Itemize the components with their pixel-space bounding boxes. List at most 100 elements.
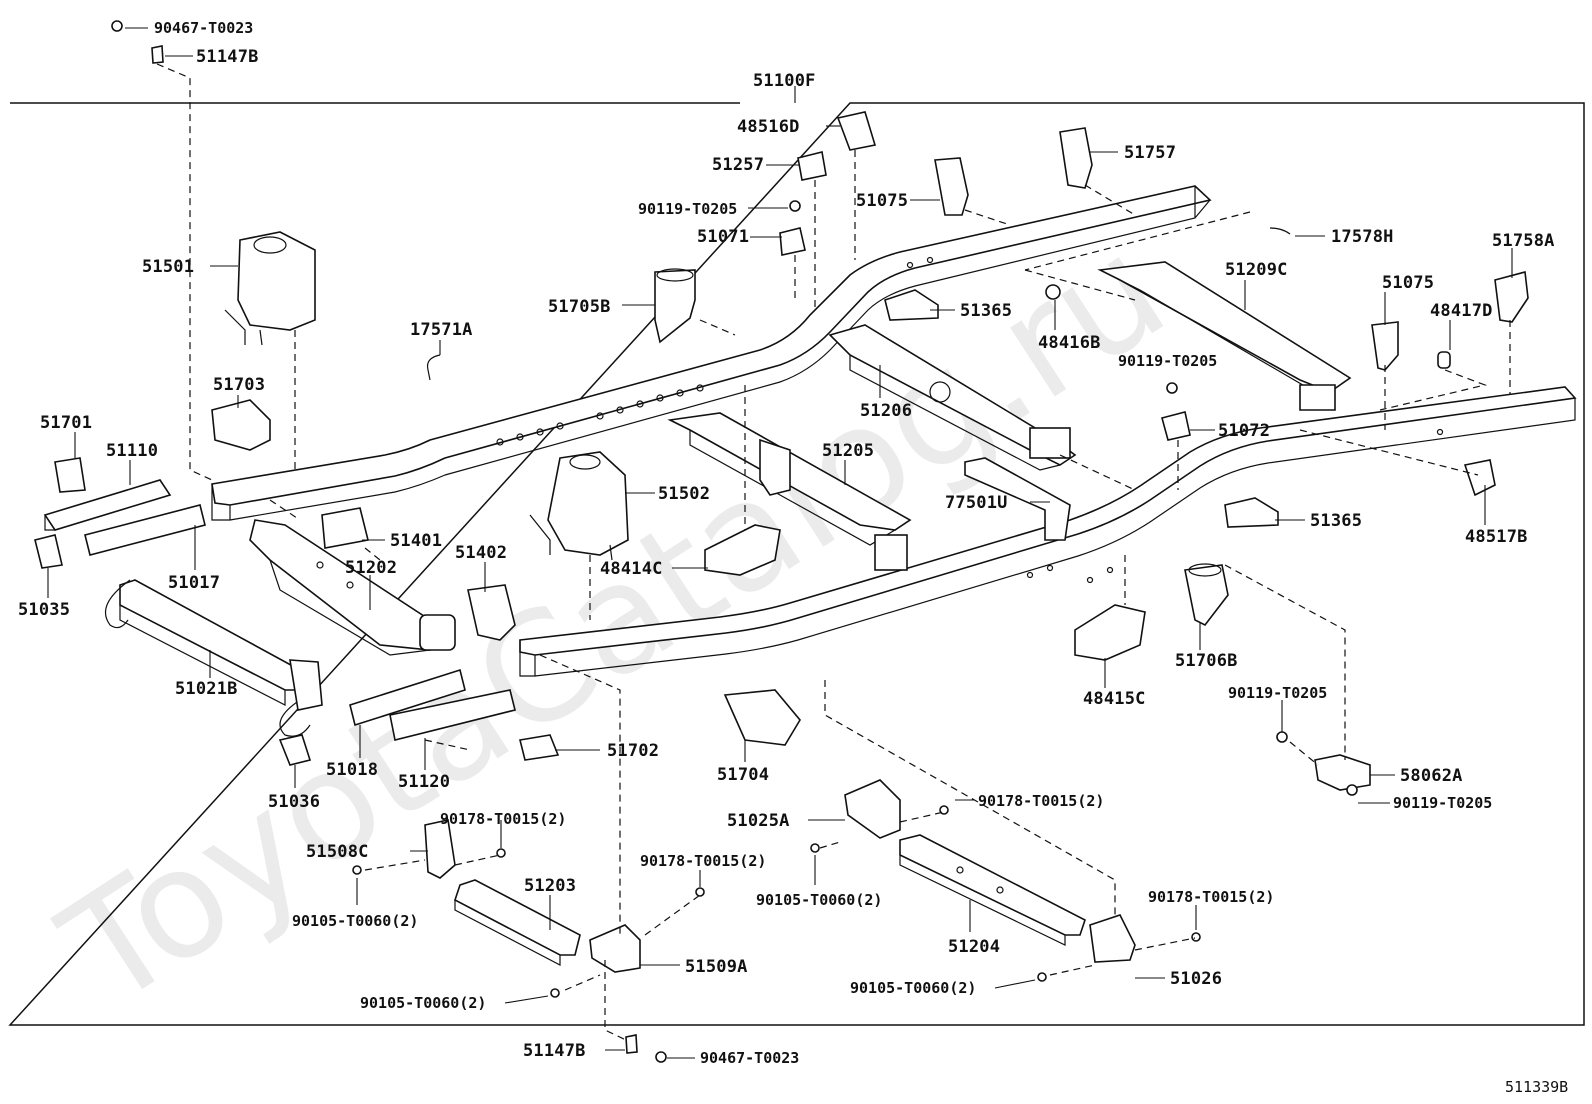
label-51209c: 51209C [1225, 260, 1288, 280]
bracket-48415c [1074, 604, 1146, 661]
label-51203: 51203 [524, 876, 576, 896]
label-51402: 51402 [455, 543, 507, 563]
label-51072: 51072 [1218, 421, 1270, 441]
label-90105-a: 90105-T0060(2) [292, 912, 418, 930]
label-48414c: 48414C [600, 559, 663, 579]
bracket-48516d [836, 111, 877, 151]
label-51705b: 51705B [548, 297, 611, 317]
label-90105-b: 90105-T0060(2) [756, 891, 882, 909]
label-51509a: 51509A [685, 957, 748, 977]
bracket-48517b [1463, 459, 1496, 497]
bracket-51508c [424, 819, 456, 879]
label-51017: 51017 [168, 573, 220, 593]
bracket-51036 [278, 734, 312, 766]
label-51147b-bottom: 51147B [523, 1041, 586, 1061]
label-48516d: 48516D [737, 117, 800, 137]
label-58062a: 58062A [1400, 766, 1463, 786]
bracket-51704 [723, 689, 801, 746]
nut-48416b [1045, 284, 1061, 300]
crossmember-51204 [899, 834, 1086, 946]
bracket-51110 [43, 479, 172, 531]
bracket-77501u [964, 457, 1071, 541]
crossmember-51209c [1097, 261, 1352, 411]
label-90119-a: 90119-T0205 [638, 200, 737, 218]
bracket-48414c [704, 524, 781, 576]
label-51120: 51120 [398, 772, 450, 792]
crossmember-51021b [105, 579, 323, 737]
label-51706b: 51706B [1175, 651, 1238, 671]
crossmember-51206 [828, 324, 1077, 471]
bracket-51072 [1161, 411, 1191, 441]
label-90119-b: 90119-T0205 [1118, 352, 1217, 370]
plate-51365-mid [1224, 497, 1279, 528]
label-51026: 51026 [1170, 969, 1222, 989]
bracket-51706b [1184, 563, 1229, 627]
label-51021b: 51021B [175, 679, 238, 699]
bracket-51071 [779, 227, 806, 256]
part-labels: 90467-T0023 51147B 51100F 48516D 51757 5… [18, 19, 1568, 1096]
bracket-51702 [519, 734, 560, 761]
label-51401: 51401 [390, 531, 442, 551]
bracket-51026 [1089, 914, 1136, 963]
main-frame-rail-right [519, 386, 1577, 677]
label-51036: 51036 [268, 792, 320, 812]
bracket-51025a [844, 779, 901, 839]
label-90178-b: 90178-T0015(2) [440, 810, 566, 828]
bracket-51402 [467, 584, 516, 641]
label-51100f: 51100F [753, 71, 816, 91]
label-51758a: 51758A [1492, 231, 1555, 251]
bracket-51257 [797, 151, 827, 181]
label-90178-c: 90178-T0015(2) [640, 852, 766, 870]
label-51257: 51257 [712, 155, 764, 175]
label-48415c: 48415C [1083, 689, 1146, 709]
crossmember-51205 [667, 412, 912, 571]
label-48517b: 48517B [1465, 527, 1528, 547]
label-48417d: 48417D [1430, 301, 1493, 321]
label-51205: 51205 [822, 441, 874, 461]
bracket-51705b [654, 268, 696, 344]
label-90105-d: 90105-T0060(2) [360, 994, 486, 1012]
bracket-51509a [589, 924, 641, 973]
label-90178-a: 90178-T0015(2) [978, 792, 1104, 810]
mount-51501 [224, 231, 316, 346]
label-51202: 51202 [345, 558, 397, 578]
label-90119-c: 90119-T0205 [1228, 684, 1327, 702]
label-51757: 51757 [1124, 143, 1176, 163]
label-90178-d: 90178-T0015(2) [1148, 888, 1274, 906]
hose-17571a [426, 354, 441, 381]
mount-51502 [529, 451, 629, 561]
crossmember-51202 [249, 519, 456, 656]
bracket-51035 [34, 534, 63, 569]
label-51035: 51035 [18, 600, 70, 620]
crossmember-51203 [454, 879, 581, 966]
fasteners [111, 20, 1358, 1063]
label-51701: 51701 [40, 413, 92, 433]
assembly-frame-box [8, 102, 1585, 1026]
label-51025a: 51025A [727, 811, 790, 831]
main-frame-rail-left [211, 185, 1212, 521]
bracket-51701 [54, 457, 86, 493]
label-51147b-top: 51147B [196, 47, 259, 67]
label-77501u: 77501U [945, 493, 1008, 513]
label-51071: 51071 [697, 227, 749, 247]
bracket-51401 [321, 507, 369, 549]
label-51702: 51702 [607, 741, 659, 761]
leader-lines [47, 27, 1513, 1059]
label-90467-bottom: 90467-T0023 [700, 1049, 799, 1067]
bracket-51018 [349, 668, 466, 727]
bracket-51120 [389, 689, 516, 741]
bracket-51017 [84, 504, 206, 556]
label-48416b: 48416B [1038, 333, 1101, 353]
bracket-51075-right [1371, 321, 1399, 371]
bracket-58062a [1314, 754, 1371, 791]
label-90105-c: 90105-T0060(2) [850, 979, 976, 997]
bracket-51703 [211, 399, 271, 451]
label-51206: 51206 [860, 401, 912, 421]
label-90467-top: 90467-T0023 [154, 19, 253, 37]
label-51703: 51703 [213, 375, 265, 395]
label-51365-mid: 51365 [1310, 511, 1362, 531]
label-51704: 51704 [717, 765, 769, 785]
label-51075-top: 51075 [856, 191, 908, 211]
